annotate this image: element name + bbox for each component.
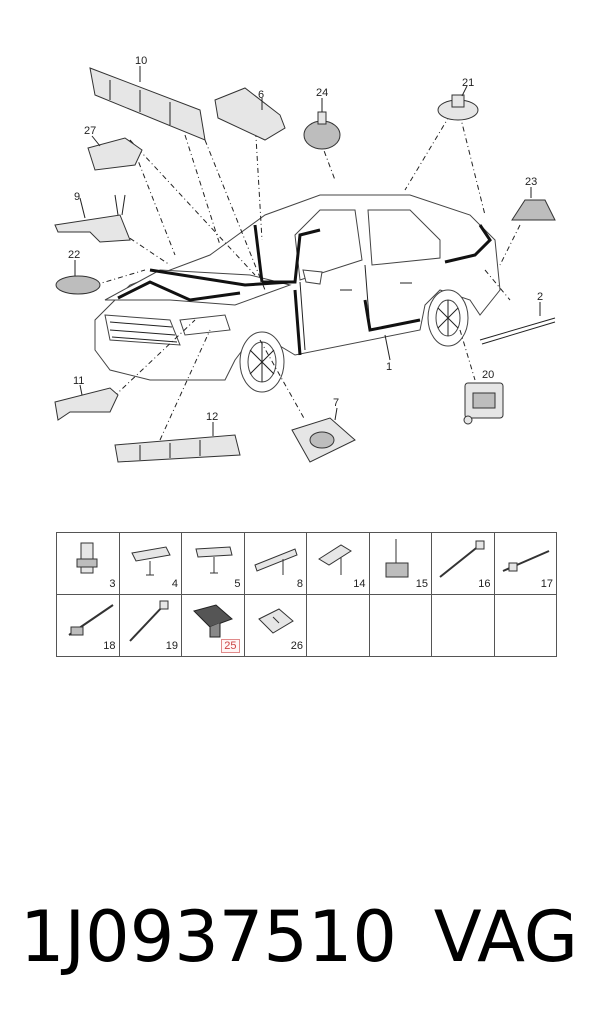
clip-icon bbox=[76, 542, 98, 574]
parts-cell-empty bbox=[494, 595, 557, 657]
cable-clip-icon bbox=[385, 539, 408, 578]
parts-cell-15: 15 bbox=[369, 533, 432, 595]
part-number-label: 26 bbox=[290, 640, 303, 652]
car-illustration bbox=[94, 194, 501, 393]
callout-11: 11 bbox=[73, 375, 84, 387]
cable-tie-icon bbox=[502, 550, 549, 572]
callout-2: 2 bbox=[537, 291, 543, 303]
parts-cell-empty bbox=[369, 595, 432, 657]
callout-22: 22 bbox=[68, 249, 80, 261]
callout-21: 21 bbox=[462, 77, 474, 89]
parts-cell-14: 14 bbox=[307, 533, 370, 595]
parts-cell-25: 25 bbox=[182, 595, 245, 657]
part-number: 1J0937510 bbox=[20, 896, 397, 978]
part-1 bbox=[384, 334, 391, 361]
part-20 bbox=[463, 382, 504, 425]
parts-cell-16: 16 bbox=[432, 533, 495, 595]
part-21 bbox=[437, 85, 479, 121]
parts-cell-4: 4 bbox=[119, 533, 182, 595]
parts-cell-17: 17 bbox=[494, 533, 557, 595]
parts-grid: 3 4 5 8 14 15 16 17 18 19 25 26 bbox=[56, 532, 557, 657]
parts-cell-18: 18 bbox=[57, 595, 120, 657]
clip-icon bbox=[195, 546, 233, 574]
part-number-label: 19 bbox=[165, 640, 178, 652]
part-11 bbox=[54, 384, 119, 421]
parts-cell-8: 8 bbox=[244, 533, 307, 595]
callout-10: 10 bbox=[135, 55, 147, 67]
part-number-label: 4 bbox=[171, 578, 178, 590]
part-22 bbox=[55, 260, 101, 295]
part-number-label: 8 bbox=[296, 578, 303, 590]
part-number-label: 14 bbox=[353, 578, 366, 590]
part-7 bbox=[291, 407, 356, 463]
callout-7: 7 bbox=[333, 397, 339, 409]
parts-cell-5: 5 bbox=[182, 533, 245, 595]
parts-cell-empty bbox=[432, 595, 495, 657]
callout-9: 9 bbox=[74, 191, 80, 203]
part-2 bbox=[479, 302, 556, 345]
part-23 bbox=[511, 187, 556, 221]
part-6 bbox=[214, 87, 286, 141]
callout-1: 1 bbox=[386, 361, 392, 373]
callout-20: 20 bbox=[482, 369, 494, 381]
callout-labels: 10 6 24 21 27 23 9 22 2 1 20 11 7 12 bbox=[68, 55, 543, 423]
part-caption: 1J0937510 VAG bbox=[0, 892, 600, 982]
parts-cell-26: 26 bbox=[244, 595, 307, 657]
part-number-label: 5 bbox=[234, 578, 241, 590]
part-number-label-highlighted: 25 bbox=[221, 639, 240, 653]
callout-27: 27 bbox=[84, 125, 96, 137]
clip-icon bbox=[130, 546, 171, 576]
callout-6: 6 bbox=[258, 89, 264, 101]
callout-12: 12 bbox=[206, 411, 218, 423]
parts-cell-3: 3 bbox=[57, 533, 120, 595]
cable-tie-icon bbox=[68, 604, 114, 636]
clip-icon bbox=[193, 604, 233, 638]
part-27 bbox=[87, 135, 143, 171]
clip-icon bbox=[318, 544, 352, 575]
cable-tie-icon bbox=[128, 600, 168, 642]
part-12 bbox=[114, 422, 241, 463]
holder-icon bbox=[257, 608, 294, 634]
part-number-label: 17 bbox=[540, 578, 553, 590]
clip-icon bbox=[253, 548, 298, 575]
cable-tie-icon bbox=[439, 540, 485, 578]
parts-diagram: 10 6 24 21 27 23 9 22 2 1 20 11 7 12 bbox=[54, 55, 556, 463]
part-9 bbox=[54, 194, 131, 243]
part-10 bbox=[89, 66, 206, 141]
parts-cell-19: 19 bbox=[119, 595, 182, 657]
part-number-label: 3 bbox=[109, 578, 116, 590]
part-24 bbox=[303, 98, 341, 150]
brand-name: VAG bbox=[433, 896, 578, 978]
parts-cell-empty bbox=[307, 595, 370, 657]
leader-lines bbox=[94, 114, 521, 441]
part-number-label: 15 bbox=[415, 578, 428, 590]
part-number-label: 18 bbox=[103, 640, 116, 652]
callout-23: 23 bbox=[525, 176, 537, 188]
part-number-label: 16 bbox=[478, 578, 491, 590]
callout-24: 24 bbox=[316, 87, 328, 99]
